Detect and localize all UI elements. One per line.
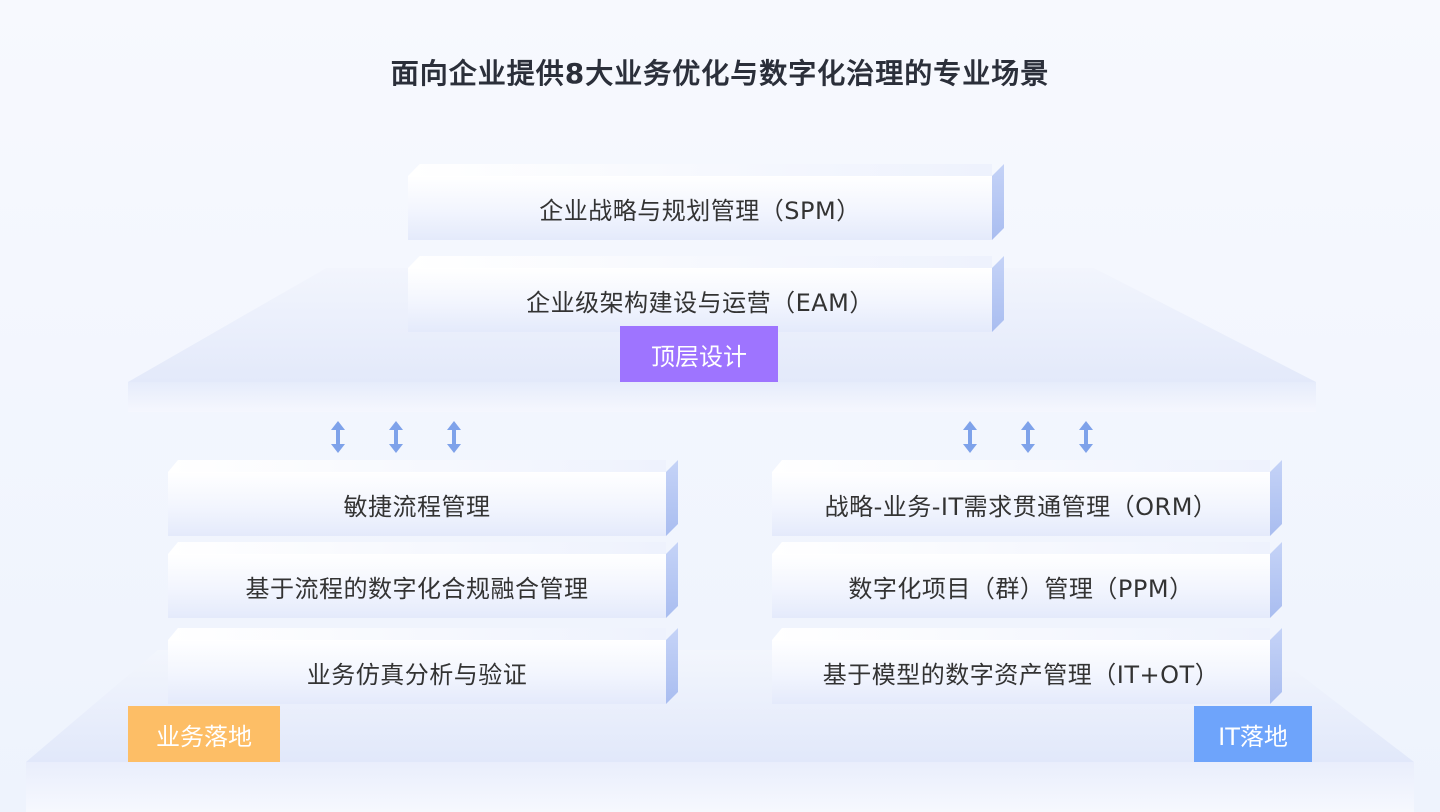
box-label: 企业级架构建设与运营（EAM）: [408, 268, 992, 332]
box-label: 业务仿真分析与验证: [168, 640, 666, 704]
box-eam: 企业级架构建设与运营（EAM）: [408, 256, 1004, 332]
tag-business: 业务落地: [128, 706, 280, 762]
box-label: 战略-业务-IT需求贯通管理（ORM）: [772, 472, 1270, 536]
page-title: 面向企业提供8大业务优化与数字化治理的专业场景: [390, 57, 1050, 90]
tag-top-design: 顶层设计: [620, 326, 778, 382]
double-arrow-vertical-icon: [331, 421, 345, 453]
box-it-1: 战略-业务-IT需求贯通管理（ORM）: [772, 460, 1282, 536]
box-label: 基于流程的数字化合规融合管理: [168, 554, 666, 618]
box-business-1: 敏捷流程管理: [168, 460, 678, 536]
box-it-2: 数字化项目（群）管理（PPM）: [772, 542, 1282, 618]
double-arrow-vertical-icon: [1079, 421, 1093, 453]
box-label: 基于模型的数字资产管理（IT+OT）: [772, 640, 1270, 704]
double-arrow-vertical-icon: [963, 421, 977, 453]
double-arrow-vertical-icon: [447, 421, 461, 453]
top-platform-front: [128, 382, 1316, 412]
double-arrow-vertical-icon: [389, 421, 403, 453]
bottom-platform-front: [26, 762, 1414, 812]
tag-it: IT落地: [1194, 706, 1312, 762]
box-business-2: 基于流程的数字化合规融合管理: [168, 542, 678, 618]
box-label: 数字化项目（群）管理（PPM）: [772, 554, 1270, 618]
box-label: 敏捷流程管理: [168, 472, 666, 536]
double-arrow-vertical-icon: [1021, 421, 1035, 453]
box-business-3: 业务仿真分析与验证: [168, 628, 678, 704]
box-it-3: 基于模型的数字资产管理（IT+OT）: [772, 628, 1282, 704]
box-label: 企业战略与规划管理（SPM）: [408, 176, 992, 240]
box-spm: 企业战略与规划管理（SPM）: [408, 164, 1004, 240]
